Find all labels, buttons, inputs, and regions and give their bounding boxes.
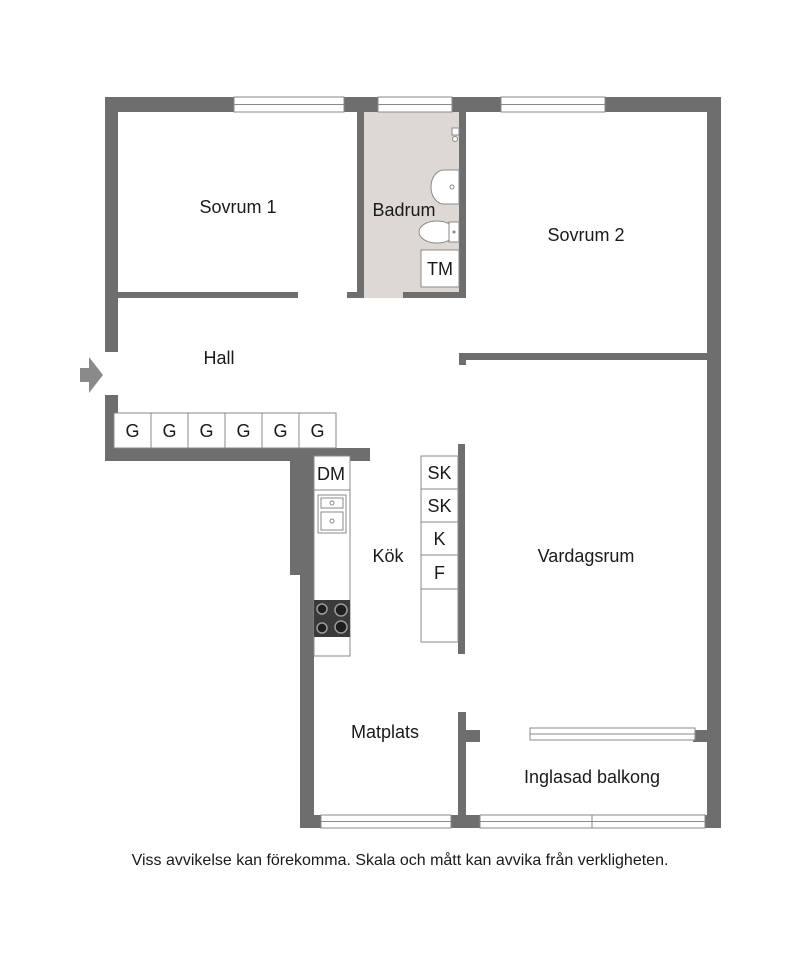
stove-icon — [314, 600, 350, 637]
tm-box — [420, 249, 460, 288]
window-sovrum1 — [233, 96, 345, 113]
toilet-icon — [418, 220, 460, 244]
room-label-kok: Kök — [372, 546, 404, 566]
bathroom-fixtures: TM — [418, 127, 460, 288]
window-balkong — [479, 814, 706, 829]
interior-walls — [118, 112, 709, 828]
room-label-balkong: Inglasad balkong — [524, 767, 660, 787]
unit-label: SK — [427, 463, 451, 483]
wardrobe-label: G — [162, 421, 176, 441]
wardrobe-label: G — [125, 421, 139, 441]
window-badrum — [377, 96, 453, 113]
disclaimer-text: Viss avvikelse kan förekomma. Skala och … — [131, 852, 669, 869]
tm-label: TM — [427, 259, 453, 279]
room-label-sovrum2: Sovrum 2 — [547, 225, 624, 245]
room-label-sovrum1: Sovrum 1 — [199, 197, 276, 217]
window-matplats — [320, 814, 452, 829]
room-label-vardagsrum: Vardagsrum — [538, 546, 635, 566]
sink-icon — [317, 494, 347, 534]
faucet-icon — [451, 127, 460, 142]
wardrobe-label: G — [310, 421, 324, 441]
windows — [233, 96, 706, 829]
room-label-matplats: Matplats — [351, 722, 419, 742]
wardrobe-label: G — [273, 421, 287, 441]
kitchen-counter: DM — [313, 455, 351, 657]
washbasin-icon — [430, 169, 460, 205]
window-vardagsrum-balkong — [529, 727, 696, 741]
unit-label: K — [433, 529, 445, 549]
unit-label: SK — [427, 496, 451, 516]
kitchen-units: SK SK K F — [420, 455, 459, 643]
window-sovrum2 — [500, 96, 606, 113]
entrance-arrow-icon — [80, 357, 103, 393]
room-label-hall: Hall — [203, 348, 234, 368]
unit-label: F — [434, 563, 445, 583]
wardrobe-label: G — [199, 421, 213, 441]
dm-label: DM — [317, 464, 345, 484]
room-label-badrum: Badrum — [372, 200, 435, 220]
wardrobe-label: G — [236, 421, 250, 441]
wardrobes: G G G G G G — [113, 412, 337, 449]
